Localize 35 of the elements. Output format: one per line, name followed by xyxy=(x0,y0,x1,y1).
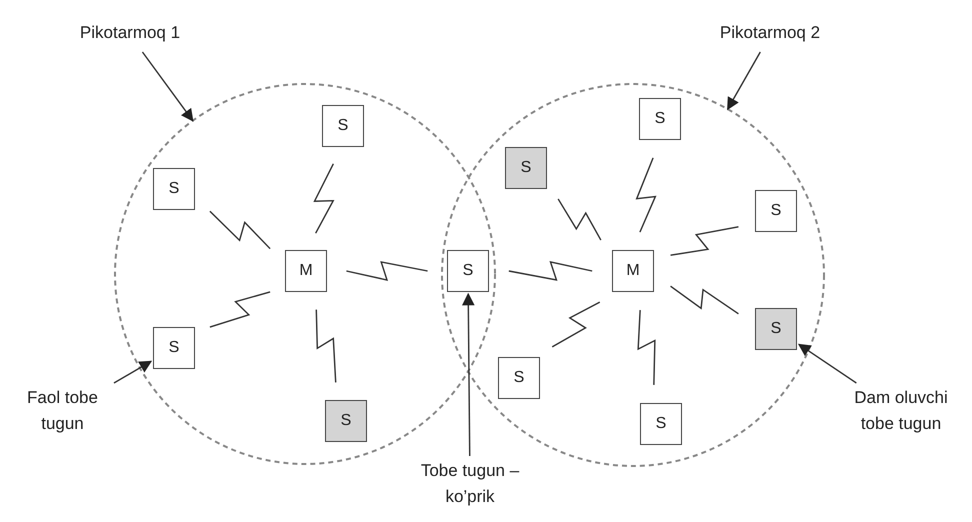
station-box: S xyxy=(755,190,797,232)
station-box: S xyxy=(505,147,547,189)
station-box: S xyxy=(325,400,367,442)
station-box: M xyxy=(612,250,654,292)
wireless-link xyxy=(313,164,334,234)
wireless-link xyxy=(209,210,271,250)
leader-arrow xyxy=(142,52,194,122)
wireless-link xyxy=(670,226,739,256)
wireless-link xyxy=(508,261,592,281)
callout-label: Dam oluvchi tobe tugun xyxy=(845,385,957,441)
callout-label: Pikotarmoq 1 xyxy=(60,20,200,50)
station-box: S xyxy=(639,98,681,140)
leader-arrow xyxy=(727,52,761,110)
station-box: S xyxy=(447,250,489,292)
wireless-link xyxy=(636,158,656,232)
wireless-link xyxy=(346,261,428,281)
station-box: S xyxy=(755,308,797,350)
station-box: S xyxy=(322,105,364,147)
leader-arrow xyxy=(462,292,475,456)
wireless-link xyxy=(316,310,336,382)
wireless-link xyxy=(670,286,739,314)
callout-label: Tobe tugun – ko’prik xyxy=(395,458,545,514)
wireless-link xyxy=(210,291,270,328)
station-box: M xyxy=(285,250,327,292)
station-box: S xyxy=(640,403,682,445)
leader-arrow xyxy=(114,360,152,384)
wireless-link xyxy=(637,310,656,385)
callout-label: Pikotarmoq 2 xyxy=(700,20,840,50)
station-box: S xyxy=(153,327,195,369)
wireless-link xyxy=(558,198,602,240)
callout-label: Faol tobe tugun xyxy=(10,385,115,441)
station-box: S xyxy=(498,357,540,399)
wireless-link xyxy=(552,302,600,348)
leader-arrow xyxy=(798,344,857,384)
station-box: S xyxy=(153,168,195,210)
